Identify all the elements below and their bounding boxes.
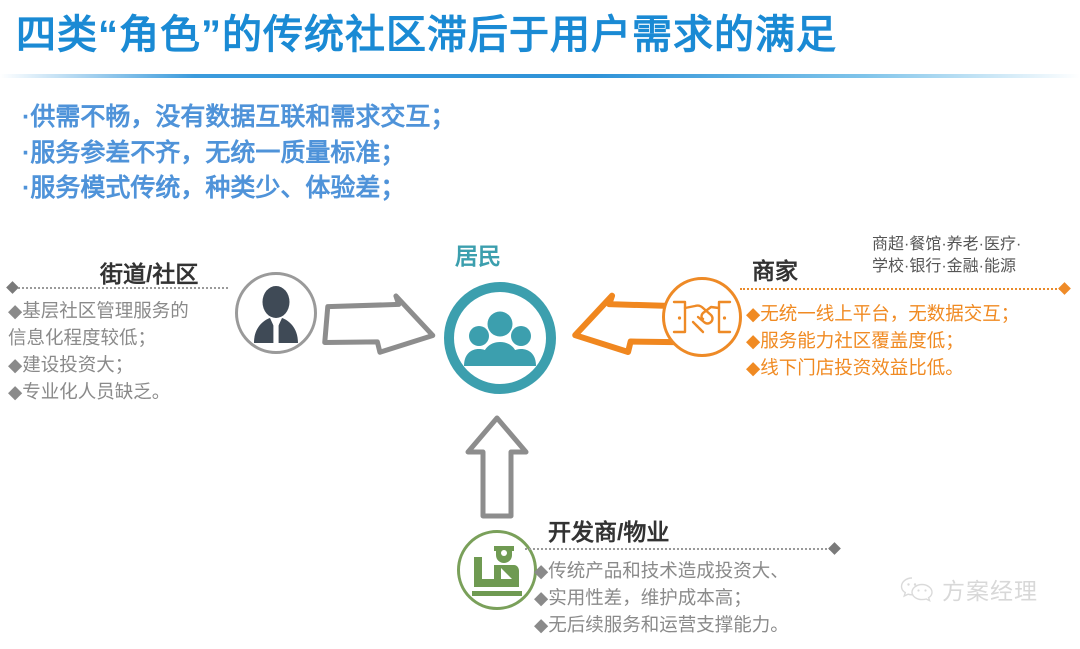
street-point: 信息化程度较低； [8, 327, 157, 348]
merchant-connector-line [740, 288, 1065, 292]
residents-icon-circle [444, 282, 556, 394]
person-avatar-icon [254, 286, 298, 343]
handshake-icon [672, 300, 732, 334]
title-divider [0, 74, 1080, 78]
merchant-category-line: 学校·银行·金融·能源 [872, 257, 1016, 275]
merchant-points: ◆无统一线上平台，无数据交互； ◆服务能力社区覆盖度低； ◆线下门店投资效益比低… [746, 300, 1019, 381]
merchant-line-endpoint [1058, 282, 1071, 295]
bullet-item: ·服务参差不齐，无统一质量标准； [22, 138, 406, 167]
street-line-endpoint [6, 281, 19, 294]
street-icon-circle [235, 272, 317, 354]
watermark-text: 方案经理 [942, 578, 1038, 604]
developer-point: ◆无后续服务和运营支撑能力。 [534, 614, 789, 635]
page-title: 四类“角色”的传统社区滞后于用户需求的满足 [16, 13, 837, 57]
bullet-item: ·供需不畅，没有数据互联和需求交互； [22, 103, 456, 131]
section-heading-developer: 开发商/物业 [548, 519, 670, 545]
merchant-point: ◆无统一线上平台，无数据交互； [746, 303, 1020, 324]
street-point: ◆专业化人员缺乏。 [8, 381, 171, 402]
developer-point: ◆实用性差，维护成本高； [534, 587, 752, 608]
center-label-residents: 居民 [455, 243, 501, 269]
merchant-point: ◆线下门店投资效益比低。 [746, 357, 964, 378]
people-group-icon [464, 311, 536, 366]
problem-bullet-list: ·供需不畅，没有数据互联和需求交互； ·服务参差不齐，无统一质量标准； ·服务模… [22, 100, 455, 207]
developer-points: ◆传统产品和技术造成投资大、 ◆实用性差，维护成本高； ◆无后续服务和运营支撑能… [534, 557, 789, 638]
section-heading-street: 街道/社区 [100, 261, 199, 287]
merchant-point: ◆服务能力社区覆盖度低； [746, 330, 964, 351]
worker-desk-icon [472, 546, 522, 596]
wechat-icon [900, 577, 933, 602]
street-points: ◆基层社区管理服务的 信息化程度较低； ◆建设投资大； ◆专业化人员缺乏。 [8, 297, 189, 405]
section-heading-merchant: 商家 [752, 258, 798, 284]
street-point: ◆基层社区管理服务的 [8, 300, 189, 321]
bullet-item: ·服务模式传统，种类少、体验差； [22, 174, 406, 202]
merchant-icon-circle [662, 277, 742, 357]
street-point: ◆建设投资大； [8, 354, 134, 375]
merchant-category-line: 商超·餐馆·养老·医疗· [872, 236, 1022, 253]
developer-connector-line [525, 548, 835, 552]
arrow-up-gray [465, 415, 529, 519]
arrow-right-gray [322, 293, 436, 355]
developer-point: ◆传统产品和技术造成投资大、 [534, 560, 789, 581]
merchant-categories: 商超·餐馆·养老·医疗· 学校·银行·金融·能源 [872, 234, 1021, 277]
watermark: 方案经理 [900, 572, 1038, 606]
developer-icon-circle [457, 530, 537, 610]
developer-line-endpoint [828, 542, 841, 555]
street-connector-line [18, 287, 228, 291]
